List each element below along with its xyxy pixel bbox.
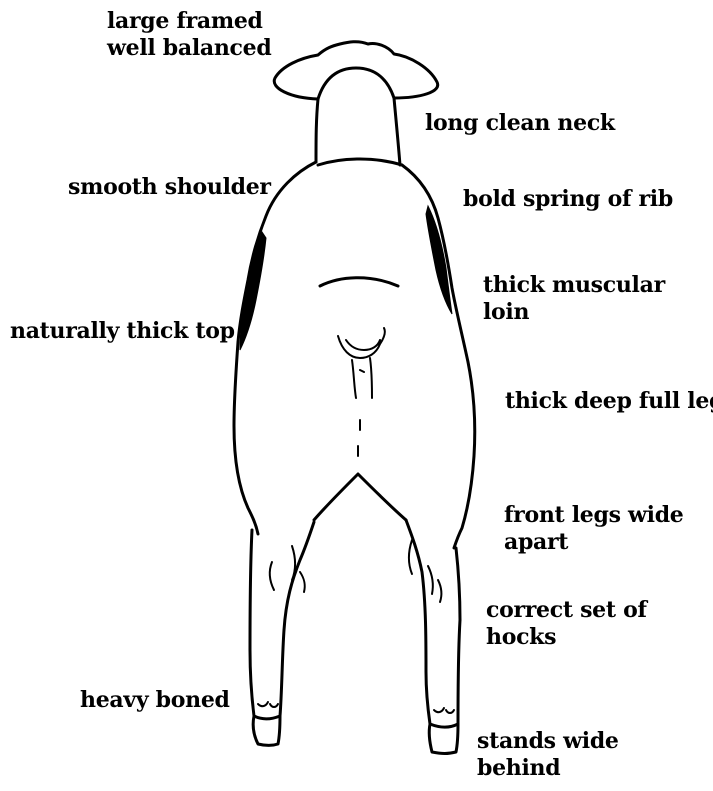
label-line: smooth shoulder xyxy=(68,174,271,201)
label-line: large framed xyxy=(107,8,271,35)
label-line: front legs wide xyxy=(504,502,684,529)
left-foot xyxy=(253,716,280,746)
label-line: hocks xyxy=(486,624,647,651)
label-line: long clean neck xyxy=(425,110,615,137)
label-naturally-thick-top: naturally thick top xyxy=(10,318,235,345)
left-leg-outline xyxy=(250,522,314,719)
shoulder-line xyxy=(318,159,402,165)
neck-left-outline xyxy=(316,99,318,162)
label-smooth-shoulder: smooth shoulder xyxy=(68,174,271,201)
crotch-outline xyxy=(314,474,406,520)
body-left-outline xyxy=(234,162,316,534)
label-line: correct set of xyxy=(486,597,647,624)
label-stands-wide-behind: stands wide behind xyxy=(477,728,619,782)
left-shading xyxy=(240,232,266,350)
body-right-outline xyxy=(402,165,475,548)
label-front-legs-wide-apart: front legs wide apart xyxy=(504,502,684,556)
right-foot-marks xyxy=(434,708,454,713)
center-crease xyxy=(358,420,360,456)
label-line: apart xyxy=(504,529,684,556)
label-line: thick deep full leg xyxy=(505,388,713,415)
label-line: well balanced xyxy=(107,35,271,62)
head-outline xyxy=(274,42,437,99)
left-hock-marks xyxy=(270,546,305,592)
label-large-framed: large framed well balanced xyxy=(107,8,271,62)
label-thick-muscular-loin: thick muscular loin xyxy=(483,272,665,326)
label-line: stands wide xyxy=(477,728,619,755)
label-line: bold spring of rib xyxy=(463,186,673,213)
label-line: thick muscular xyxy=(483,272,665,299)
neck-right-outline xyxy=(394,98,400,165)
right-leg-outline xyxy=(406,520,460,727)
label-line: heavy boned xyxy=(80,687,230,714)
label-line: naturally thick top xyxy=(10,318,235,345)
label-heavy-boned: heavy boned xyxy=(80,687,230,714)
label-long-clean-neck: long clean neck xyxy=(425,110,615,137)
tail-dock xyxy=(338,328,385,398)
loin-line xyxy=(320,278,398,286)
label-thick-deep-full-leg: thick deep full leg xyxy=(505,388,713,415)
left-foot-marks xyxy=(258,702,278,707)
label-line: loin xyxy=(483,299,665,326)
label-correct-set-of-hocks: correct set of hocks xyxy=(486,597,647,651)
label-bold-spring-of-rib: bold spring of rib xyxy=(463,186,673,213)
label-line: behind xyxy=(477,755,619,782)
